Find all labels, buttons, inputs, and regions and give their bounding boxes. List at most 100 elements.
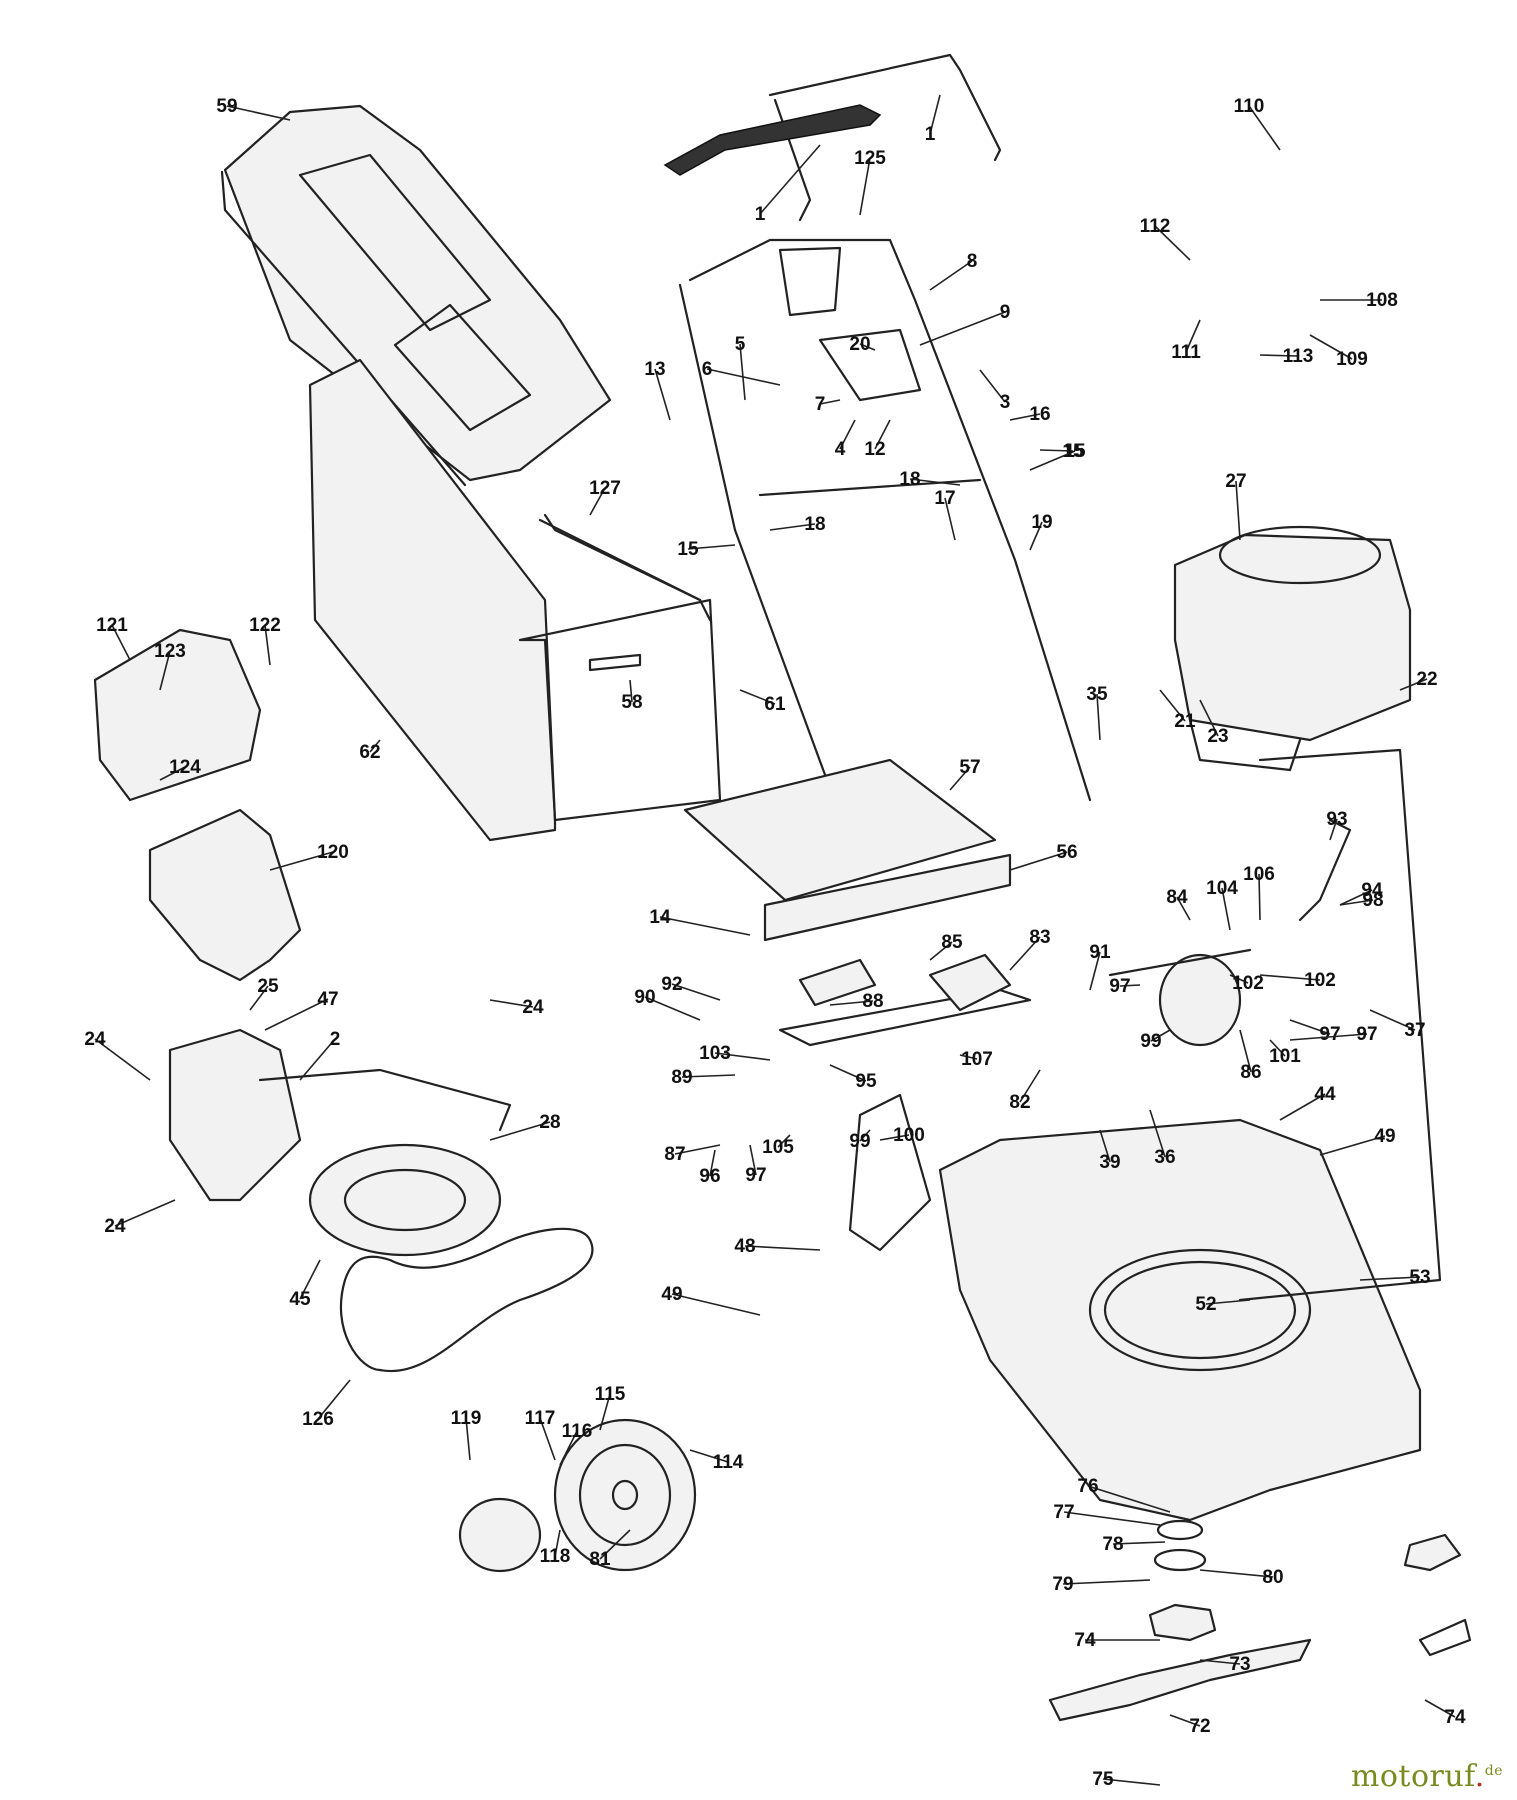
callout-12: 12 (864, 419, 891, 460)
callout-leader (919, 311, 1006, 346)
callout-leader (1099, 1129, 1111, 1163)
callout-leader (1239, 1029, 1252, 1073)
callout-number: 53 (1409, 1267, 1430, 1288)
callout-99: 99 (1140, 1029, 1171, 1052)
drive-assembly (778, 748, 1442, 1302)
callout-45: 45 (289, 1259, 321, 1310)
callout-number: 25 (257, 976, 279, 997)
callout-number: 12 (864, 439, 885, 460)
callout-number: 97 (1109, 976, 1130, 997)
callout-leader (264, 998, 329, 1031)
callout-56: 56 (1009, 842, 1078, 871)
callout-number: 47 (317, 989, 338, 1010)
callout-5: 5 (735, 334, 746, 401)
callout-leader (94, 1038, 151, 1081)
callout-leader (674, 1144, 721, 1155)
callout-96: 96 (699, 1149, 721, 1187)
callout-number: 77 (1053, 1502, 1074, 1523)
callout-leader (1424, 1699, 1456, 1718)
callout-leader (659, 916, 751, 936)
callout-leader (1221, 887, 1231, 931)
callout-leader (1019, 1069, 1041, 1103)
callout-84: 84 (1166, 887, 1191, 921)
callout-leader (1039, 449, 1074, 452)
callout-leader (709, 1149, 716, 1177)
callout-leader (317, 1379, 351, 1420)
callout-leader (687, 544, 736, 550)
callout-number: 58 (621, 692, 642, 713)
callout-leader (1279, 1093, 1326, 1121)
callout-number: 57 (959, 757, 980, 778)
callout-3: 3 (979, 369, 1011, 413)
watermark-logo: motoruf.de (1351, 1759, 1503, 1794)
callout-leader (629, 679, 633, 703)
drive-belt (339, 1227, 594, 1373)
callout-leader (829, 1064, 867, 1082)
callout-number: 9 (1000, 302, 1011, 323)
callout-number: 118 (540, 1546, 571, 1567)
callout-37: 37 (1369, 1009, 1426, 1041)
callout-leader (1154, 225, 1191, 261)
callout-number: 3 (1000, 392, 1011, 413)
callout-leader (654, 368, 671, 421)
callout-number: 105 (762, 1137, 794, 1158)
callout-leader (944, 497, 956, 541)
callout-120: 120 (269, 842, 349, 871)
callout-17: 17 (934, 488, 956, 541)
callout-97: 97 (1289, 1024, 1378, 1045)
callout-leader (879, 1134, 910, 1141)
callout-number: 106 (1243, 864, 1275, 885)
callout-118: 118 (540, 1529, 571, 1567)
callout-leader (1205, 1299, 1251, 1305)
callout-1: 1 (925, 94, 941, 145)
callout-94: 94 (1339, 880, 1383, 906)
callout-number: 23 (1207, 726, 1228, 747)
callout-number: 95 (855, 1071, 877, 1092)
callout-leader (1102, 1778, 1161, 1786)
callout-leader (949, 766, 971, 791)
callout-28: 28 (489, 1112, 561, 1141)
callout-97: 97 (1289, 1019, 1341, 1045)
callout-119: 119 (451, 1408, 481, 1461)
callout-leader (1089, 951, 1101, 991)
callout-number: 79 (1052, 1574, 1073, 1595)
callout-leader (226, 105, 291, 121)
callout-39: 39 (1099, 1129, 1121, 1173)
callout-leader (1087, 1485, 1171, 1513)
callout-1: 1 (755, 144, 821, 225)
callout-number: 81 (589, 1549, 611, 1570)
callout-number: 8 (967, 251, 978, 272)
callout-leader (689, 1449, 729, 1463)
callout-number: 121 (96, 615, 128, 636)
blade-assembly (1048, 1519, 1472, 1722)
callout-49: 49 (661, 1284, 761, 1316)
callout-leader (465, 1417, 471, 1461)
callout-106: 106 (1243, 864, 1275, 921)
callout-127: 127 (589, 478, 621, 516)
callout-leader (1339, 899, 1374, 906)
callout-leader (1369, 1009, 1416, 1031)
callout-number: 93 (1326, 809, 1347, 830)
callout-leader (671, 983, 721, 1001)
callout-leader (1009, 413, 1041, 421)
callout-74: 74 (1424, 1699, 1466, 1728)
callout-87: 87 (664, 1144, 721, 1165)
rear-flap (683, 758, 1012, 942)
watermark-dot: . (1474, 1759, 1485, 1794)
callout-75: 75 (1092, 1769, 1161, 1790)
callout-number: 102 (1304, 970, 1336, 991)
callout-leader (1339, 889, 1373, 906)
grass-bag-lid (220, 104, 612, 487)
callout-92: 92 (661, 974, 721, 1001)
callout-126: 126 (302, 1379, 351, 1430)
callout-77: 77 (1053, 1502, 1161, 1526)
callout-number: 17 (934, 488, 955, 509)
callout-number: 19 (1031, 512, 1052, 533)
callout-leader (1329, 818, 1338, 841)
callout-number: 99 (849, 1131, 870, 1152)
callout-leader (1199, 1659, 1241, 1665)
callout-leader (159, 650, 171, 691)
callout-number: 76 (1077, 1476, 1098, 1497)
callout-62: 62 (359, 739, 381, 763)
